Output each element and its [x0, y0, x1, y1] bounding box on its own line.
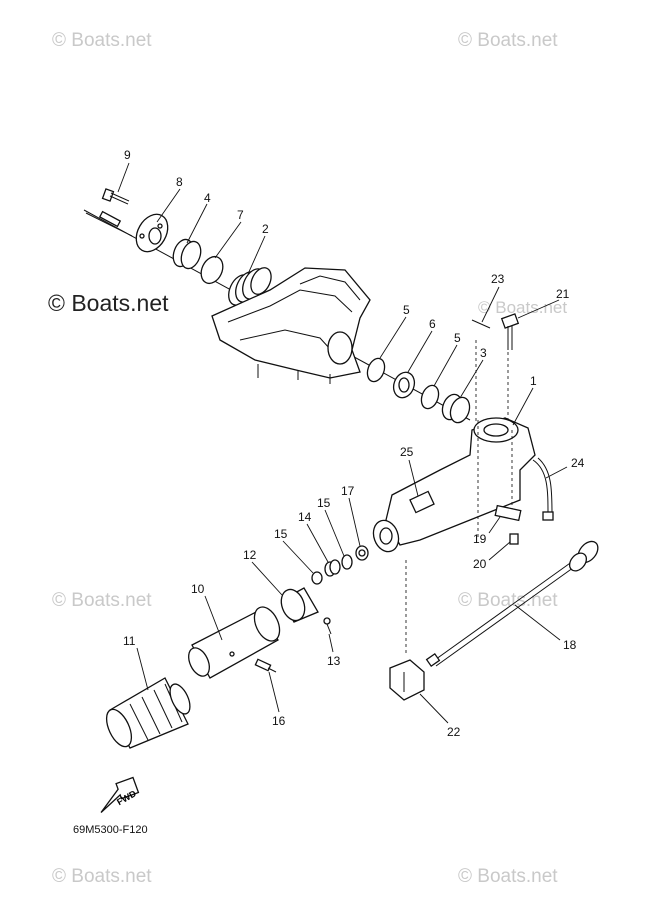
callout-13: 13	[327, 654, 341, 668]
steering-arm-1	[385, 417, 536, 546]
watermark: © Boats.net	[52, 30, 152, 51]
callout-18: 18	[563, 638, 577, 652]
shaft-stub	[372, 519, 400, 553]
callout-1: 1	[530, 374, 537, 388]
callout-15b: 15	[274, 527, 288, 541]
plate-19	[494, 504, 522, 522]
mount-bracket	[211, 267, 371, 384]
callout-11: 11	[123, 634, 136, 648]
cable-end	[85, 210, 133, 237]
callout-12: 12	[243, 548, 257, 562]
fwd-arrow-icon: FWD	[100, 776, 140, 813]
bellows-2	[228, 267, 272, 306]
callout-15a: 15	[317, 496, 331, 510]
callout-23: 23	[491, 272, 505, 286]
callout-21: 21	[556, 287, 570, 301]
callout-6: 6	[429, 317, 436, 331]
watermark: © Boats.net	[478, 298, 568, 317]
spring-14	[324, 559, 341, 577]
rod-18	[425, 540, 599, 668]
callout-8: 8	[176, 175, 183, 189]
callout-22: 22	[447, 725, 461, 739]
watermark: © Boats.net	[458, 590, 558, 611]
oring-7	[200, 255, 224, 285]
washer-5a	[366, 357, 386, 383]
watermark: © Boats.net	[458, 30, 558, 51]
watermark: © Boats.net	[52, 590, 152, 611]
plate-8	[135, 213, 169, 253]
fitting-21	[500, 313, 520, 350]
callout-20: 20	[473, 557, 487, 571]
washer-15a	[341, 554, 353, 570]
callout-19: 19	[473, 532, 487, 546]
leader-lines	[117, 162, 568, 724]
cable-24	[532, 459, 549, 516]
sleeve-12	[280, 587, 319, 623]
cable-end-24	[542, 511, 554, 521]
plug-25	[409, 490, 435, 514]
tiller-tube-10	[188, 606, 281, 679]
screw-13	[323, 617, 332, 635]
callout-7: 7	[237, 208, 244, 222]
callout-25: 25	[400, 445, 414, 459]
callout-17: 17	[341, 484, 355, 498]
block-22	[389, 659, 425, 701]
callout-3: 3	[480, 346, 487, 360]
callout-16: 16	[272, 714, 286, 728]
ring-6	[392, 371, 416, 399]
bushing-3	[441, 393, 471, 424]
callout-5a: 5	[403, 303, 410, 317]
callout-10: 10	[191, 582, 205, 596]
watermark: © Boats.net	[458, 866, 558, 887]
pin-23	[471, 319, 491, 329]
callout-14: 14	[298, 510, 312, 524]
callout-9: 9	[124, 148, 131, 162]
bolt-9	[101, 188, 130, 205]
watermark: © Boats.net	[52, 866, 152, 887]
center-watermark: © Boats.net	[48, 290, 169, 316]
washer-5b	[420, 384, 440, 410]
callout-24: 24	[571, 456, 585, 470]
callout-2: 2	[262, 222, 269, 236]
collar-4	[172, 238, 202, 270]
small-17	[355, 545, 369, 561]
callout-5b: 5	[454, 331, 461, 345]
screw-20	[509, 533, 519, 545]
cable-24b	[537, 457, 553, 516]
diagram-code: 69M5300-F120	[73, 824, 148, 836]
washer-15b	[311, 571, 323, 585]
screw-16	[254, 658, 277, 673]
grip-11	[105, 677, 191, 749]
callout-4: 4	[204, 191, 211, 205]
